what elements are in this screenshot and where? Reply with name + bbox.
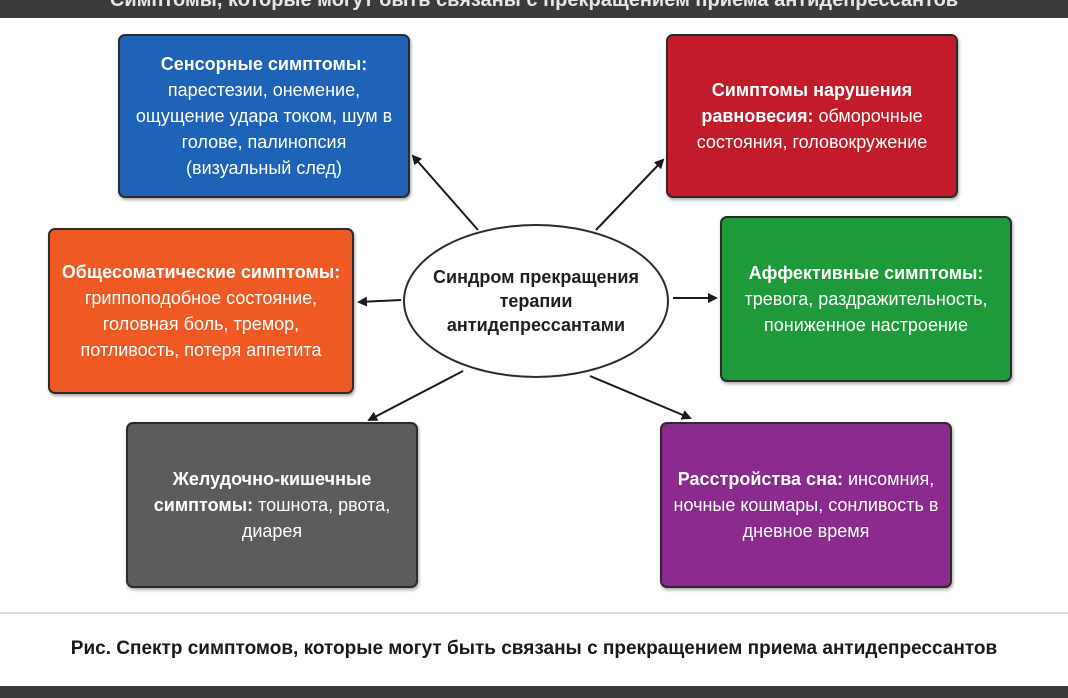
box-somatic-body: гриппоподобное состояние, головная боль,… — [80, 288, 322, 360]
center-node: Синдром прекращения терапии антидепресса… — [403, 224, 669, 378]
box-gastro-title: Желудочно-кишечные симптомы: — [153, 469, 372, 515]
caption-area: Рис. Спектр симптомов, которые могут быт… — [0, 612, 1068, 686]
arrow-to-sensory — [411, 154, 479, 231]
arrow-to-balance — [595, 158, 665, 231]
box-sensory-body: парестезии, онемение, ощущение удара ток… — [135, 80, 393, 178]
arrows-layer — [357, 154, 718, 421]
arrow-to-sleep — [589, 375, 692, 420]
box-somatic: Общесоматические симптомы: гриппоподобно… — [48, 228, 354, 394]
box-balance-body: обморочные состояния, головокружение — [696, 106, 928, 152]
box-affective-body: тревога, раздражительность, пониженное н… — [744, 289, 988, 335]
top-bar: Симптомы, которые могут быть связаны с п… — [0, 0, 1068, 18]
box-sleep-title: Расстройства сна: — [677, 469, 843, 489]
box-somatic-title: Общесоматические симптомы: — [61, 262, 341, 282]
box-balance-title: Симптомы нарушения равновесия: — [701, 80, 913, 126]
box-sensory: Сенсорные симптомы: парестезии, онемение… — [118, 34, 410, 198]
box-sleep-body: инсомния, ночные кошмары, сонливость в д… — [673, 469, 939, 541]
figure-caption: Рис. Спектр симптомов, которые могут быт… — [70, 638, 998, 659]
box-balance: Симптомы нарушения равновесия: обморочны… — [666, 34, 958, 198]
bottom-bar — [0, 686, 1068, 698]
box-affective-title: Аффективные симптомы: — [748, 263, 984, 283]
box-sleep: Расстройства сна: инсомния, ночные кошма… — [660, 422, 952, 588]
box-gastro-body: тошнота, рвота, диарея — [241, 495, 391, 541]
box-gastro: Желудочно-кишечные симптомы: тошнота, рв… — [126, 422, 418, 588]
diagram-area: Синдром прекращения терапии антидепресса… — [0, 18, 1068, 612]
arrow-to-somatic — [357, 296, 402, 307]
top-bar-title: Симптомы, которые могут быть связаны с п… — [109, 0, 959, 11]
box-sensory-title: Сенсорные симптомы: — [160, 54, 368, 74]
arrow-to-gastro — [367, 370, 464, 421]
box-affective: Аффективные симптомы: тревога, раздражит… — [720, 216, 1012, 382]
center-label: Синдром прекращения терапии антидепресса… — [433, 267, 639, 335]
